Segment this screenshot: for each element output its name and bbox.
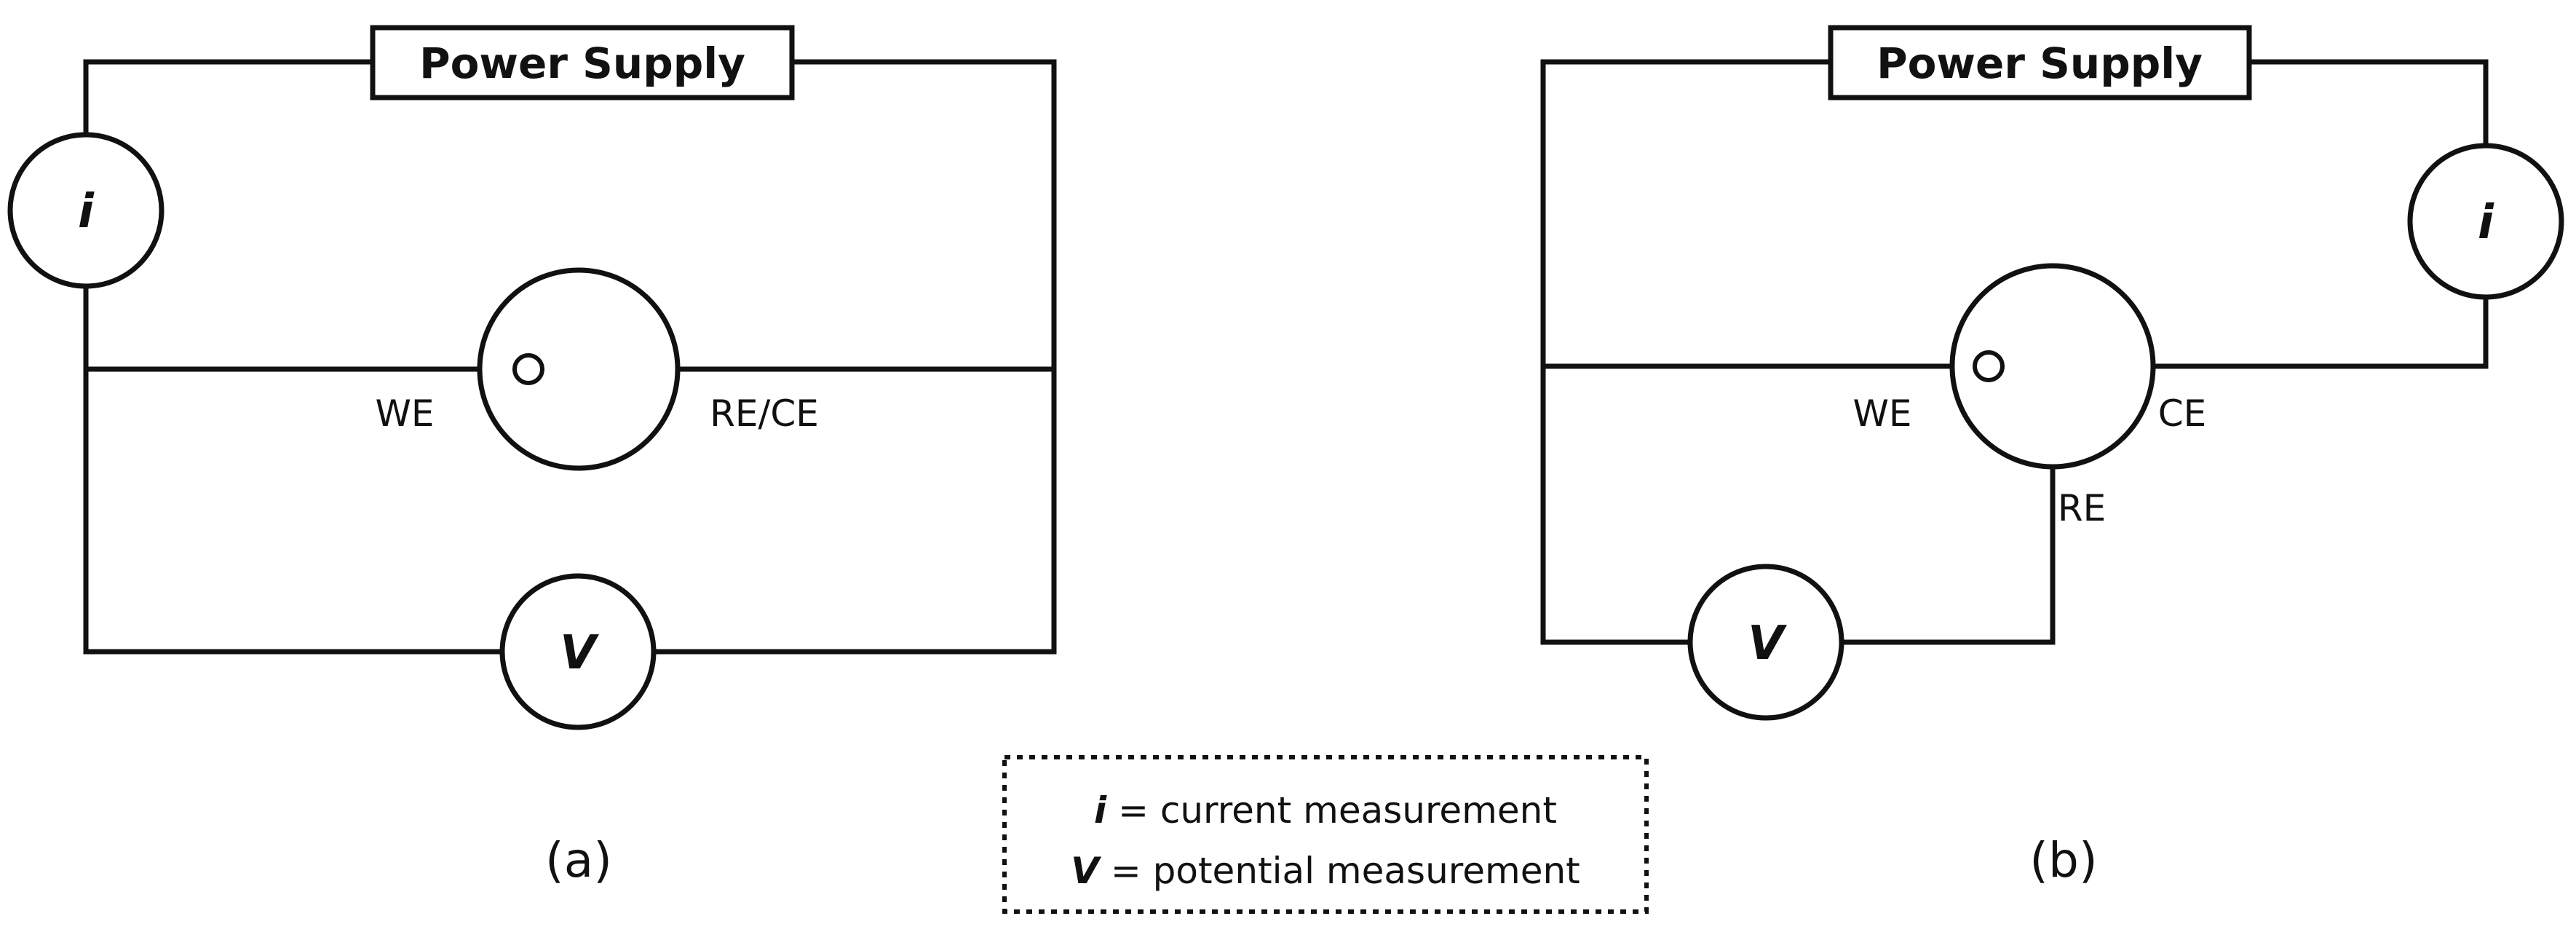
diagram-a: Power Supply i WE RE/CE V (a) (7, 25, 1057, 888)
diagram-b-re-label: RE (2058, 487, 2106, 529)
diagram-a-power-supply-box (370, 25, 795, 100)
legend-current-text: = current measurement (1106, 789, 1557, 832)
diagram-b-ammeter (2407, 143, 2564, 300)
diagram-b-power-supply-box (1828, 25, 2252, 100)
diagram-b-ammeter-symbol: i (2478, 196, 2494, 250)
diagram-b-voltmeter (1687, 564, 1844, 721)
diagram-b-we-label: WE (1852, 392, 1911, 435)
diagram-a-panel-label: (a) (545, 832, 612, 888)
legend-potential-symbol: V (1071, 850, 1101, 892)
diagram-a-top-right-wire (651, 59, 1057, 655)
legend-potential-entry: V = potential measurement (1071, 850, 1580, 892)
legend-potential-text: = potential measurement (1099, 850, 1580, 892)
diagram-a-power-supply-label: Power Supply (419, 39, 745, 88)
diagram-b-ce-wire (2112, 294, 2489, 369)
diagram-b-top-right-wire (2246, 59, 2489, 149)
diagram-a-left-lower-wire (83, 286, 505, 655)
diagram-a-cell (477, 267, 681, 471)
diagram-a-voltmeter (499, 573, 657, 730)
legend-current-entry: i = current measurement (1094, 789, 1557, 832)
diagram-a-rece-label: RE/CE (710, 392, 819, 435)
legend: i = current measurement V = potential me… (1002, 755, 1649, 914)
diagram-b-cell (1949, 263, 2156, 470)
legend-current-symbol: i (1094, 789, 1107, 832)
legend-box (1002, 755, 1649, 914)
diagram-b-re-wire (1839, 443, 2056, 645)
diagram-b-power-supply-label: Power Supply (1876, 39, 2203, 88)
diagram-b-left-wire (1540, 59, 1834, 645)
diagram-b: Power Supply i WE CE RE V (b) (1540, 25, 2564, 888)
diagram-a-ammeter (7, 132, 165, 289)
diagram-a-ammeter-symbol: i (78, 185, 95, 239)
diagram-a-we-label: WE (375, 392, 434, 435)
diagram-b-ce-label: CE (2158, 392, 2207, 435)
diagram-b-working-electrode-icon (1973, 350, 2005, 382)
diagram-b-voltmeter-symbol: V (1748, 617, 1787, 671)
diagram-b-panel-label: (b) (2029, 832, 2097, 888)
diagram-a-working-electrode-icon (512, 353, 544, 385)
diagram-a-voltmeter-symbol: V (560, 626, 599, 680)
